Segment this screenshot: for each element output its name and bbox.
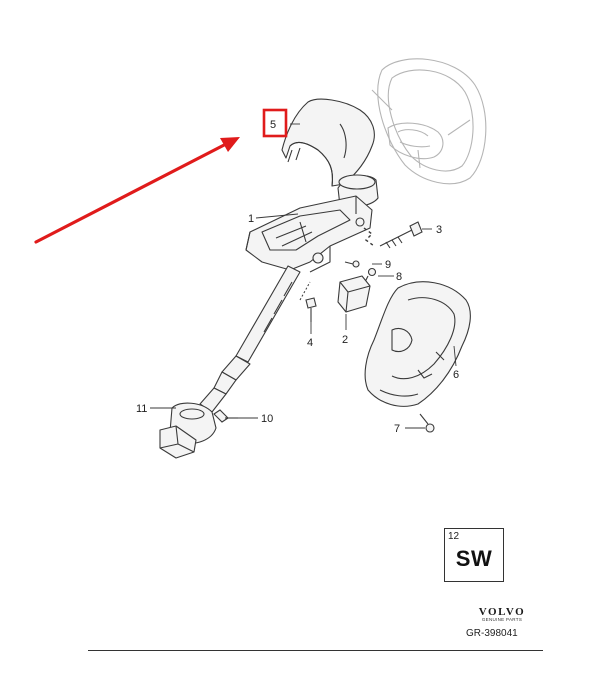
highlight-box xyxy=(262,108,288,138)
footer-divider xyxy=(88,650,543,651)
callout-2: 2 xyxy=(342,334,348,346)
callout-11: 11 xyxy=(136,403,147,415)
steering-wheel xyxy=(371,58,487,185)
upper-column-cover-part xyxy=(281,98,375,187)
diagram-reference-code: GR-398041 xyxy=(466,628,518,639)
callout-4: 4 xyxy=(307,337,313,349)
red-arrow-icon xyxy=(34,137,240,244)
mounting-dashed-link xyxy=(363,227,375,247)
bolt-part-10 xyxy=(213,409,238,423)
callout-10: 10 xyxy=(261,413,273,425)
steering-column-assembly-part xyxy=(245,174,379,273)
callout-8: 8 xyxy=(396,271,402,283)
legend-number: 12 xyxy=(448,531,460,542)
callout-1: 1 xyxy=(248,213,254,225)
bolt-part-4 xyxy=(305,297,317,322)
lock-module-part xyxy=(337,275,371,313)
callout-5: 5 xyxy=(270,119,276,131)
legend-code: SW xyxy=(455,546,493,571)
leader-lines xyxy=(150,123,457,429)
volvo-logo: VOLVO GENUINE PARTS xyxy=(462,606,542,622)
callout-7: 7 xyxy=(394,423,400,435)
universal-joint-part xyxy=(159,402,217,459)
callout-6: 6 xyxy=(453,369,459,381)
intermediate-shaft-part xyxy=(199,265,301,413)
screw-part-7 xyxy=(419,413,435,433)
sw-legend-box: 12 SW xyxy=(444,528,504,582)
callout-9: 9 xyxy=(385,259,391,271)
brand-subtitle: GENUINE PARTS xyxy=(481,617,523,622)
callout-3: 3 xyxy=(436,224,442,236)
bolt-part-3 xyxy=(379,221,423,249)
bolt-4-dashed-link xyxy=(299,281,311,301)
screw-part-9 xyxy=(344,260,360,268)
brand-name: VOLVO xyxy=(478,606,526,618)
lower-column-cover-part xyxy=(364,281,471,407)
